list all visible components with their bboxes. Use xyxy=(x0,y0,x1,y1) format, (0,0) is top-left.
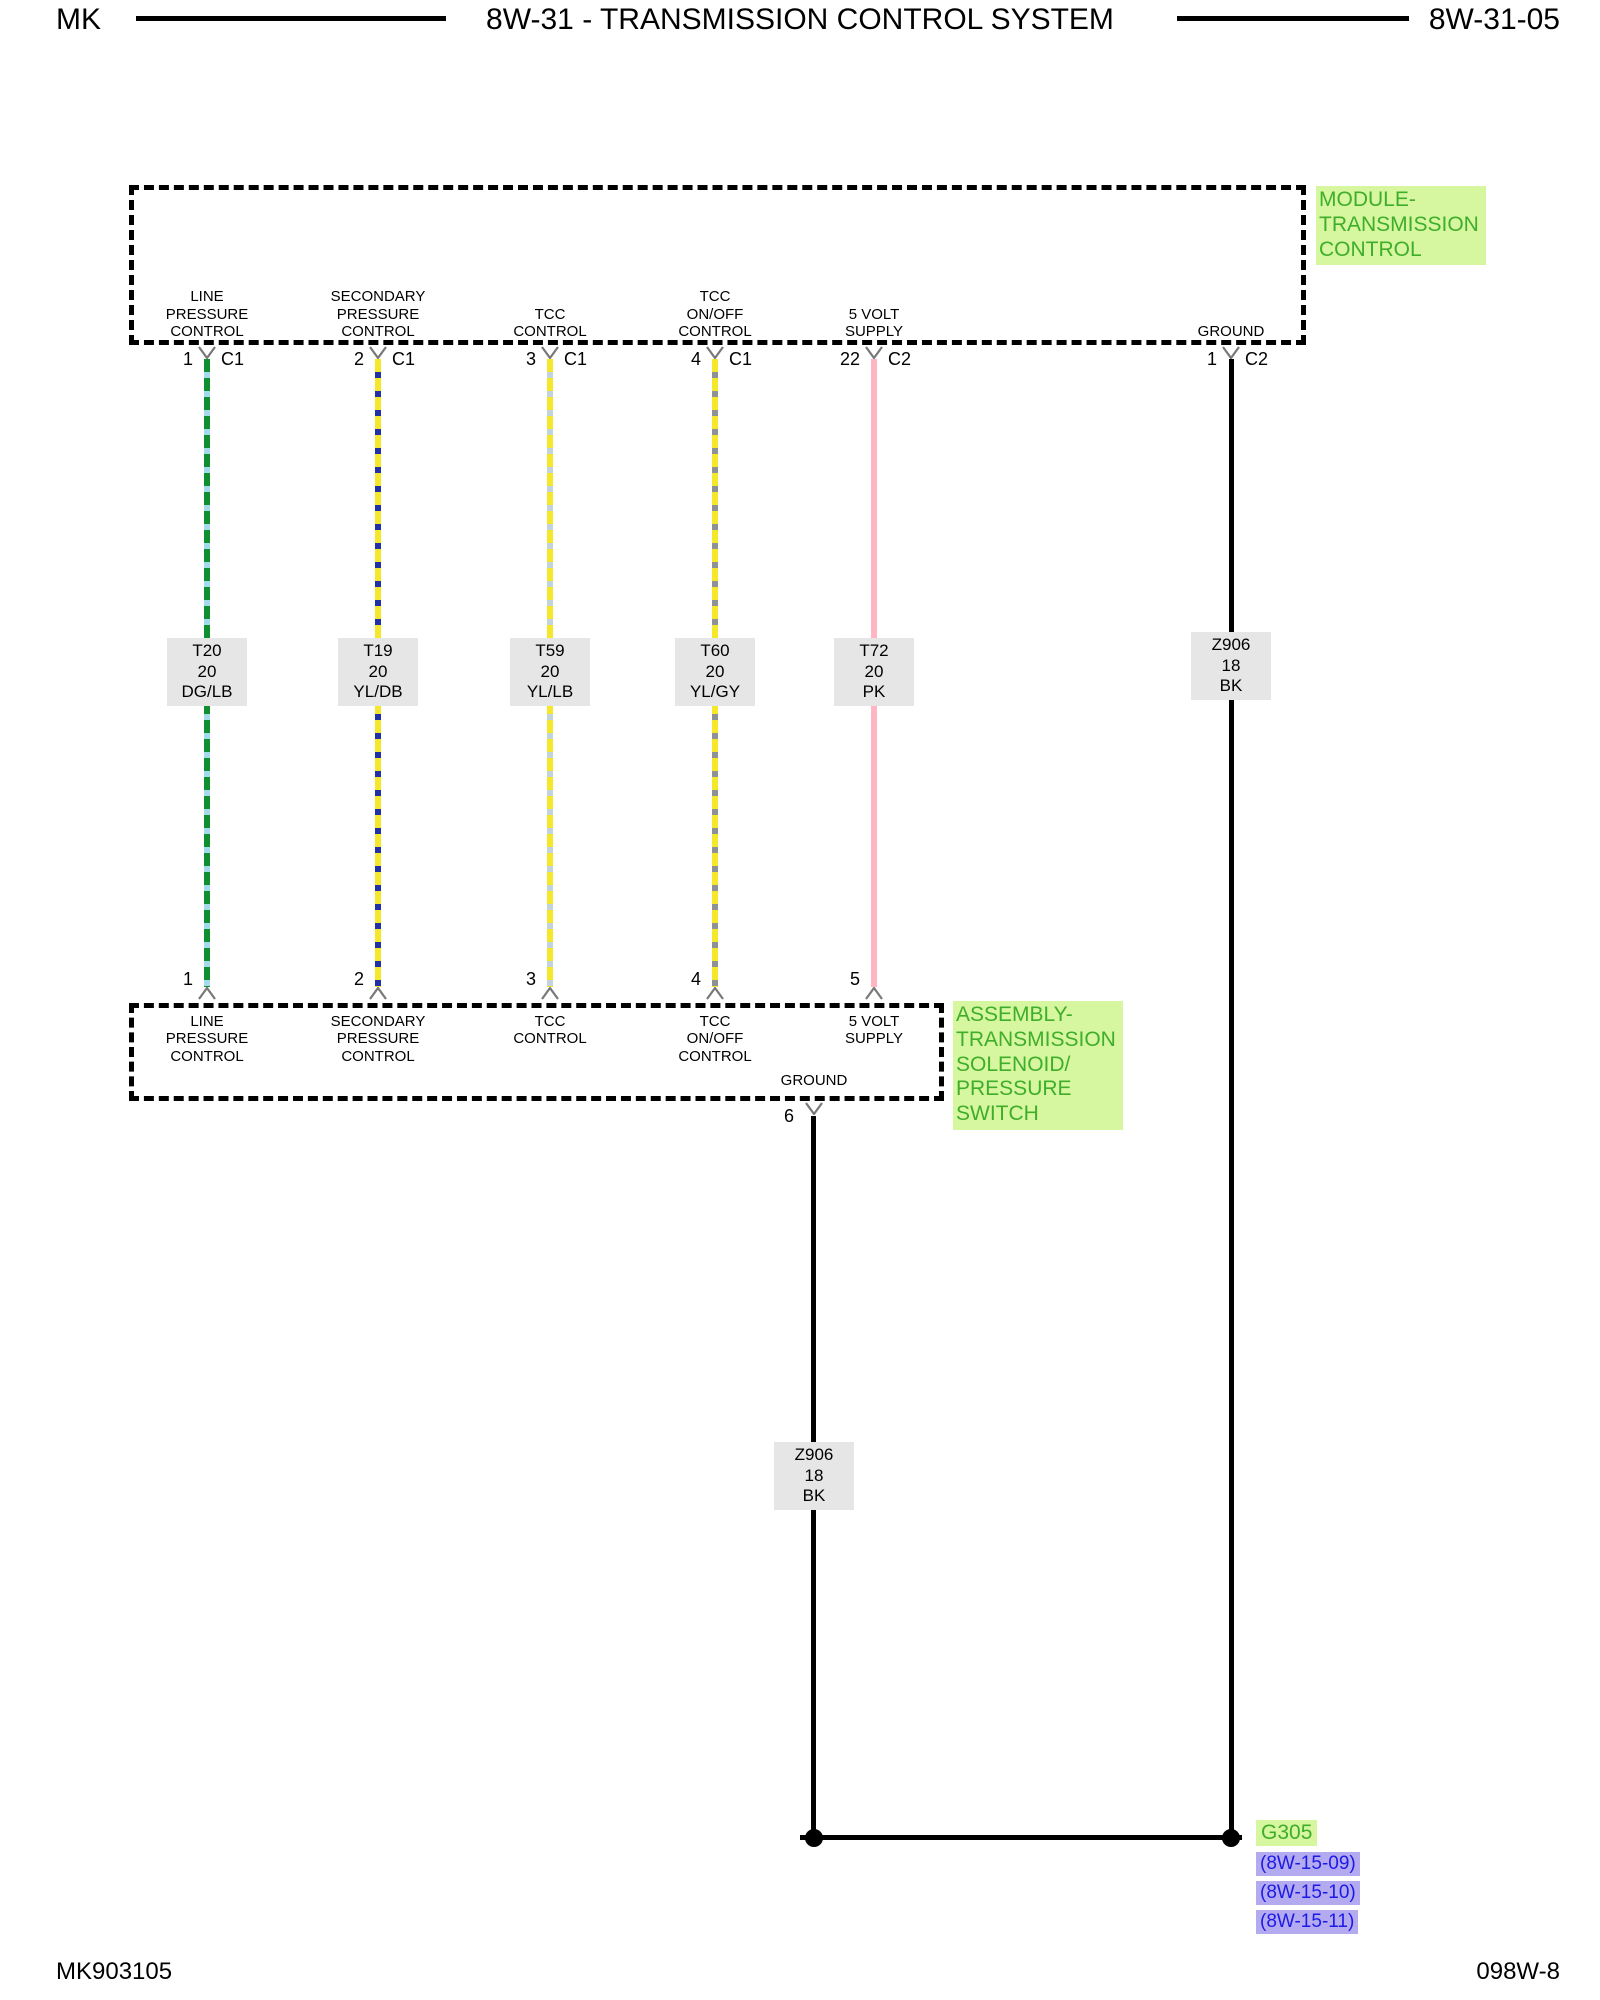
module-pin-connector: C1 xyxy=(221,349,245,369)
wire-label-t60: T60 20 YL/GY xyxy=(675,638,755,707)
assembly-label[interactable]: ASSEMBLY- TRANSMISSION SOLENOID/ PRESSUR… xyxy=(953,1001,1123,1130)
wire-color: YL/GY xyxy=(689,682,741,702)
wire-label-t20: T20 20 DG/LB xyxy=(167,638,247,707)
wire-gauge: 20 xyxy=(197,661,217,681)
ground-ref-link[interactable]: (8W-15-11) xyxy=(1256,1910,1359,1934)
wire-color: PK xyxy=(862,682,886,702)
connector-symbol-up-icon xyxy=(540,986,560,1000)
wire-color: YL/DB xyxy=(353,682,403,702)
wire-gauge: 18 xyxy=(804,1465,824,1485)
module-pin-connector: C1 xyxy=(564,349,588,369)
assembly-pin-number: 1 xyxy=(182,969,193,989)
module-label-wrap: MODULE- TRANSMISSION CONTROL xyxy=(1316,186,1486,266)
module-pin-function: GROUND xyxy=(1197,322,1265,340)
ground-ref-link[interactable]: (8W-15-09) xyxy=(1256,1852,1360,1876)
wire-circuit: T19 xyxy=(363,641,393,660)
ground-label-wrap: G305 xyxy=(1256,1820,1318,1846)
connector-symbol-up-icon xyxy=(705,986,725,1000)
wire-gauge: 20 xyxy=(540,661,560,681)
module-pin-number: 22 xyxy=(839,349,860,369)
footer-drawing-number: 098W-8 xyxy=(1476,1958,1560,1985)
ground-refs: (8W-15-09) (8W-15-10) (8W-15-11) xyxy=(1256,1852,1360,1939)
ground-splice-dot xyxy=(1222,1829,1240,1847)
assembly-pin-number: 4 xyxy=(690,969,701,989)
ground-ref-link[interactable]: (8W-15-10) xyxy=(1256,1881,1360,1905)
wire-label-z906-bottom: Z906 18 BK xyxy=(774,1442,854,1511)
wire-label-t19: T19 20 YL/DB xyxy=(338,638,418,707)
assembly-pin-number: 6 xyxy=(783,1106,794,1126)
assembly-pin-function: GROUND xyxy=(780,1072,848,1089)
connector-symbol-down-icon xyxy=(804,1102,824,1116)
wire-gauge: 20 xyxy=(368,661,388,681)
assembly-box xyxy=(129,1003,944,1101)
wire-gauge: 20 xyxy=(864,661,884,681)
assembly-label-wrap: ASSEMBLY- TRANSMISSION SOLENOID/ PRESSUR… xyxy=(953,1001,1123,1130)
wire-color: YL/LB xyxy=(526,682,574,702)
module-pin-connector: C1 xyxy=(729,349,753,369)
wire-color: DG/LB xyxy=(181,682,233,702)
header-vehicle-code: MK xyxy=(56,3,101,36)
ground-splice-dot xyxy=(805,1829,823,1847)
wire-z906-bk-module xyxy=(1229,359,1234,1840)
module-pin-function: LINE PRESSURE CONTROL xyxy=(165,288,249,340)
connector-symbol-up-icon xyxy=(864,986,884,1000)
assembly-pin-number: 2 xyxy=(353,969,364,989)
wire-label-t72: T72 20 PK xyxy=(834,638,914,707)
wire-label-t59: T59 20 YL/LB xyxy=(510,638,590,707)
connector-symbol-down-icon xyxy=(540,346,560,360)
assembly-pin-function: TCC ON/OFF CONTROL xyxy=(678,1013,752,1065)
header-page-number: 8W-31-05 xyxy=(1428,3,1560,36)
ground-bus xyxy=(800,1835,1242,1840)
module-pin-function: TCC CONTROL xyxy=(513,305,587,340)
assembly-pin-function: SECONDARY PRESSURE CONTROL xyxy=(330,1013,426,1065)
connector-symbol-down-icon xyxy=(197,346,217,360)
module-box xyxy=(129,185,1306,345)
wire-color: BK xyxy=(802,1486,826,1506)
connector-symbol-up-icon xyxy=(197,986,217,1000)
module-pin-function: 5 VOLT SUPPLY xyxy=(844,305,904,340)
ground-label-g305[interactable]: G305 xyxy=(1256,1820,1318,1846)
connector-symbol-up-icon xyxy=(368,986,388,1000)
connector-symbol-down-icon xyxy=(864,346,884,360)
module-pin-connector: C1 xyxy=(392,349,416,369)
module-pin-number: 4 xyxy=(690,349,701,369)
wire-circuit: T59 xyxy=(535,641,565,660)
assembly-pin-number: 3 xyxy=(525,969,536,989)
connector-symbol-down-icon xyxy=(705,346,725,360)
module-pin-connector: C2 xyxy=(888,349,912,369)
wire-circuit: Z906 xyxy=(794,1445,834,1464)
module-pin-function: SECONDARY PRESSURE CONTROL xyxy=(330,288,426,340)
assembly-pin-function: 5 VOLT SUPPLY xyxy=(844,1013,904,1048)
header-title: 8W-31 - TRANSMISSION CONTROL SYSTEM xyxy=(486,3,1114,36)
wire-circuit: T60 xyxy=(700,641,730,660)
module-pin-number: 2 xyxy=(353,349,364,369)
assembly-pin-function: LINE PRESSURE CONTROL xyxy=(165,1013,249,1065)
module-pin-number: 1 xyxy=(182,349,193,369)
footer-sheet-code: MK903105 xyxy=(56,1958,173,1985)
module-pin-number: 1 xyxy=(1206,349,1217,369)
wire-circuit: T20 xyxy=(192,641,222,660)
connector-symbol-down-icon xyxy=(368,346,388,360)
module-label[interactable]: MODULE- TRANSMISSION CONTROL xyxy=(1316,186,1486,266)
header-rule-left xyxy=(136,16,446,21)
wire-color: BK xyxy=(1219,676,1243,696)
assembly-pin-function: TCC CONTROL xyxy=(513,1013,587,1048)
wire-gauge: 18 xyxy=(1221,655,1241,675)
module-pin-function: TCC ON/OFF CONTROL xyxy=(678,288,752,340)
assembly-pin-number: 5 xyxy=(849,969,860,989)
connector-symbol-down-icon xyxy=(1221,346,1241,360)
wire-label-z906-right: Z906 18 BK xyxy=(1191,632,1271,701)
header-rule-right xyxy=(1177,16,1409,21)
wire-gauge: 20 xyxy=(705,661,725,681)
module-pin-connector: C2 xyxy=(1245,349,1269,369)
wire-circuit: T72 xyxy=(859,641,889,660)
wire-circuit: Z906 xyxy=(1211,635,1251,654)
module-pin-number: 3 xyxy=(525,349,536,369)
